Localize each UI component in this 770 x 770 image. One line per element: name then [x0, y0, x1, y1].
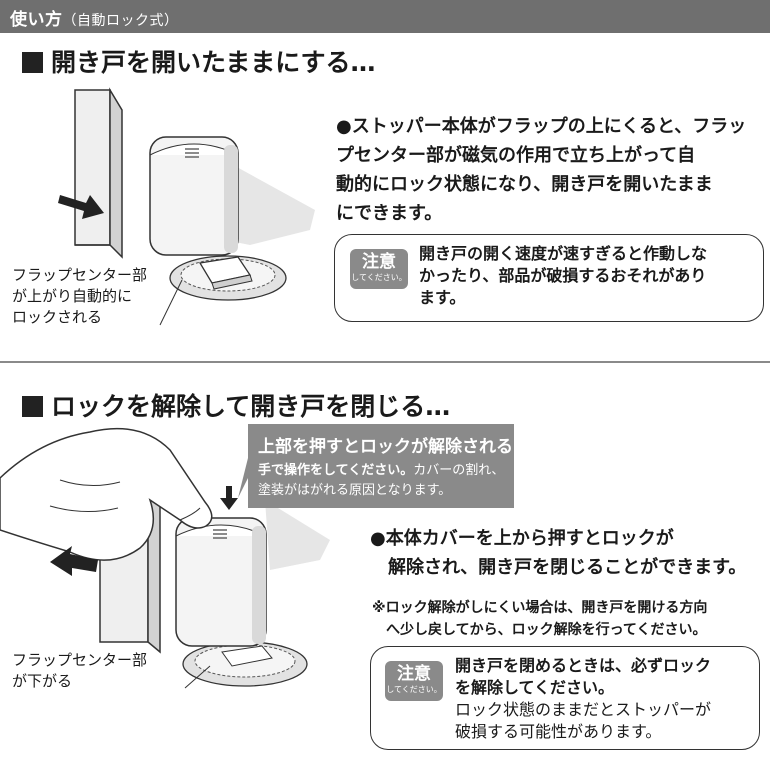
callout-body: 手で操作をしてください。カバーの割れ、塗装がはがれる原因となります。	[258, 463, 505, 498]
flap-lowered-label: フラップセンター部 が下がる	[12, 650, 148, 692]
illustration-door-open	[58, 87, 315, 326]
header-title: 使い方（自動ロック式）	[10, 10, 179, 30]
caution-text: 開き戸の開く速度が速すぎると作動しな かったり、部品が破損するおそれがあり ます…	[419, 244, 708, 307]
caution-box-speed: 注意 してください。 開き戸の開く速度が速すぎると作動しな かったり、部品が破損…	[334, 234, 764, 322]
callout-pointer	[238, 458, 248, 498]
section2-title: ロックを解除して開き戸を閉じる…	[22, 387, 450, 423]
section2-description: ●本体カバーを上から押すとロックが 解除され、開き戸を閉じることができます。	[370, 528, 747, 578]
unlock-note: ※ロック解除がしにくい場合は、開き戸を開ける方向 へ少し戻してから、ロック解除を…	[372, 600, 708, 638]
caution-box-close: 注意 してください。 開き戸を閉めるときは、必ずロック を解除してください。 ロ…	[370, 646, 760, 750]
unlock-callout: 上部を押すとロックが解除される 手で操作をしてください。カバーの割れ、塗装がはが…	[248, 424, 514, 508]
square-bullet-icon	[22, 396, 43, 417]
illustration-unlock	[0, 427, 330, 689]
section1-title: 開き戸を開いたままにする…	[22, 43, 376, 79]
flap-raised-label: フラップセンター部 が上がり自動的に ロックされる	[12, 265, 148, 328]
square-bullet-icon	[22, 52, 43, 73]
caution-badge: 注意 してください。	[350, 249, 408, 289]
caution-text: 開き戸を閉めるときは、必ずロック を解除してください。 ロック状態のままだとスト…	[455, 656, 712, 741]
section1-description: ●ストッパー本体がフラップの上にくると、フラッ プセンター部が磁気の作用で立ち上…	[336, 116, 747, 224]
section-divider	[0, 361, 770, 363]
callout-title: 上部を押すとロックが解除される	[258, 437, 513, 457]
header-bar: 使い方（自動ロック式）	[0, 0, 770, 33]
caution-badge: 注意 してください。	[385, 661, 443, 701]
